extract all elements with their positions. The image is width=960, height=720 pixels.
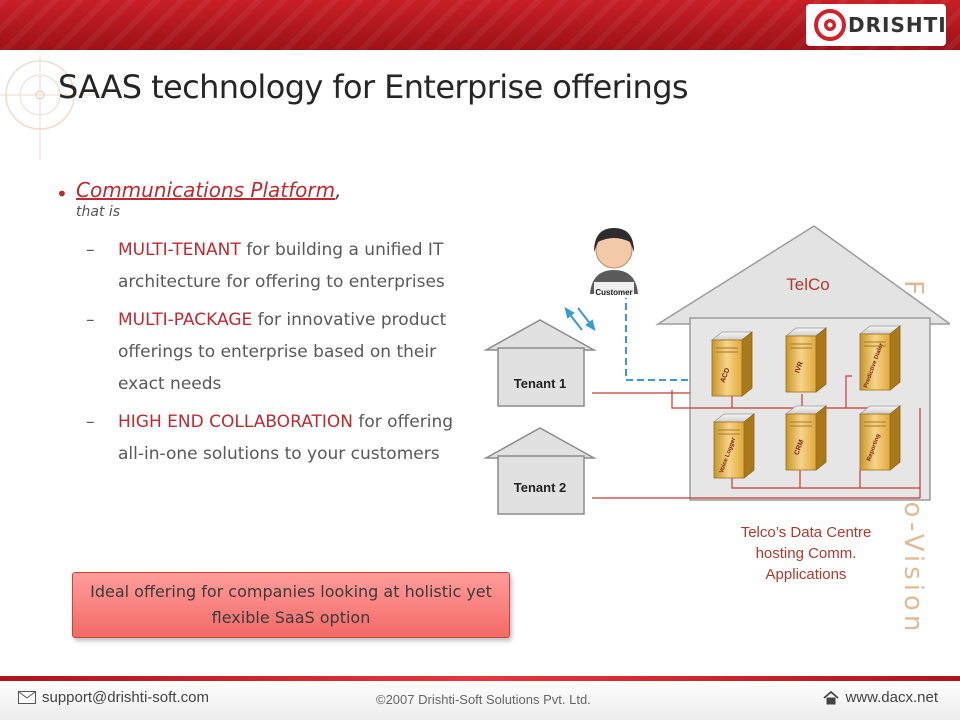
tenant-2-label: Tenant 2 bbox=[514, 480, 567, 495]
list-item: – HIGH END COLLABORATION for offering al… bbox=[56, 406, 466, 470]
server-reporting: Reporting bbox=[859, 405, 901, 471]
website-link[interactable]: www.dacx.net bbox=[845, 689, 938, 706]
highlight-callout: Ideal offering for companies looking at … bbox=[72, 572, 510, 638]
page-title: SAAS technology for Enterprise offerings bbox=[58, 68, 689, 106]
bullet-subheading: that is bbox=[76, 204, 121, 220]
server-crm: CRM bbox=[785, 405, 827, 471]
tenant-1-label: Tenant 1 bbox=[514, 376, 567, 391]
drishti-logo-icon bbox=[814, 9, 846, 41]
footer-divider bbox=[0, 676, 960, 681]
tenant-2-building bbox=[483, 427, 597, 515]
sync-arrows-icon bbox=[564, 306, 596, 332]
header-texture bbox=[0, 0, 960, 50]
envelope-icon bbox=[18, 691, 36, 704]
footer-copyright: ©2007 Drishti-Soft Solutions Pvt. Ltd. bbox=[376, 692, 591, 707]
server-label: ACD bbox=[720, 367, 732, 384]
dash-marker: – bbox=[86, 240, 95, 260]
customer-avatar[interactable] bbox=[590, 228, 638, 298]
header-bar: DRISHTI bbox=[0, 0, 960, 50]
bullet-dot: • bbox=[56, 182, 68, 206]
brand-logo[interactable]: DRISHTI bbox=[806, 4, 946, 46]
footer-bar: support@drishti-soft.com ©2007 Drishti-S… bbox=[0, 681, 960, 720]
list-item: – MULTI-TENANT for building a unified IT… bbox=[56, 234, 466, 298]
telco-label: TelCo bbox=[786, 275, 829, 294]
diagram-caption: Telco’s Data Centre hosting Comm. Applic… bbox=[740, 524, 872, 583]
list-item: – MULTI-PACKAGE for innovative product o… bbox=[56, 304, 466, 400]
item-text: for innovative product offerings to ente… bbox=[118, 310, 447, 394]
dash-marker: – bbox=[86, 310, 95, 330]
server-acd: ACD bbox=[711, 331, 753, 397]
architecture-diagram: TelCo Customer Tenant 1 bbox=[483, 225, 950, 515]
dash-marker: – bbox=[86, 412, 95, 432]
customer-label: Customer bbox=[595, 288, 632, 297]
communications-platform-link[interactable]: Communications Platform bbox=[76, 178, 336, 202]
server-label: IVR bbox=[794, 361, 805, 374]
sub-bullet-list: – MULTI-TENANT for building a unified IT… bbox=[56, 234, 466, 470]
crosshair-decoration bbox=[0, 55, 110, 160]
tenant-1-building bbox=[483, 319, 597, 407]
item-text: for building a unified IT architecture f… bbox=[118, 240, 445, 292]
footer-website[interactable]: www.dacx.net bbox=[823, 689, 938, 706]
customer-link bbox=[625, 292, 690, 381]
main-bullet: • Communications Platform, bbox=[56, 178, 466, 206]
email-link[interactable]: support@drishti-soft.com bbox=[42, 689, 209, 706]
bullet-content: • Communications Platform, that is – MUL… bbox=[56, 178, 466, 476]
heading-suffix: , bbox=[335, 178, 342, 202]
item-keyword: MULTI-PACKAGE bbox=[118, 310, 253, 330]
server-voice-logger: Voice Logger bbox=[713, 413, 755, 479]
server-ivr: IVR bbox=[785, 327, 827, 393]
logo-text: DRISHTI bbox=[848, 13, 947, 37]
item-keyword: MULTI-TENANT bbox=[118, 240, 241, 260]
item-text: for offering all-in-one solutions to you… bbox=[118, 412, 454, 464]
server-predictive-dialer: Predictive Dialer bbox=[859, 325, 901, 391]
footer-email[interactable]: support@drishti-soft.com bbox=[18, 689, 209, 706]
item-keyword: HIGH END COLLABORATION bbox=[118, 412, 353, 432]
home-icon bbox=[823, 690, 840, 705]
